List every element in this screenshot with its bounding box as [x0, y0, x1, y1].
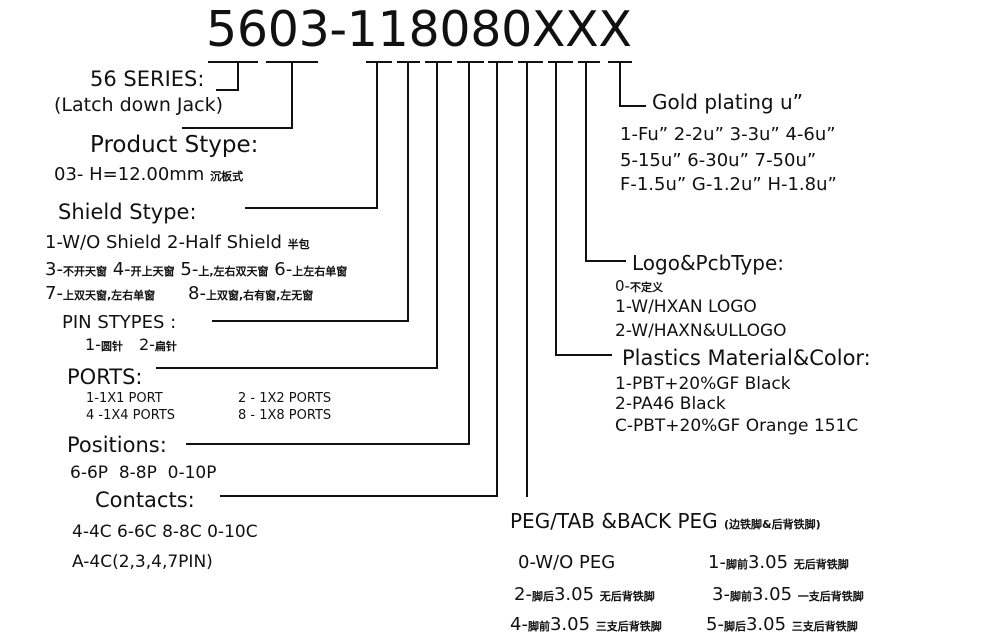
peg-opt2: 2-脚后3.05 无后背铁脚	[514, 584, 655, 605]
positions-value: 6-6P 8-8P 0-10P	[70, 463, 216, 483]
peg-opt4: 4-脚前3.05 三支后背铁脚	[510, 614, 662, 635]
logo-opt2: 2-W/HAXN&ULLOGO	[615, 321, 787, 341]
gold-row: F-1.5u” G-1.2u” H-1.8u”	[620, 174, 837, 195]
shield-title: Shield Stype:	[58, 200, 197, 224]
series-subtitle: (Latch down Jack)	[54, 94, 223, 116]
series-title: 56 SERIES:	[90, 67, 204, 91]
plastics-row: 2-PA46 Black	[615, 394, 726, 414]
gold-row: 1-Fu” 2-2u” 3-3u” 4-6u”	[620, 124, 836, 145]
leader-lines	[156, 62, 646, 497]
ports-title: PORTS:	[67, 365, 143, 389]
logo-opt0: 0-不定义	[615, 277, 664, 295]
peg-title: PEG/TAB &BACK PEG (边铁脚&后背铁脚)	[510, 509, 821, 533]
positions-title: Positions:	[67, 433, 167, 457]
peg-opt3: 3-脚前3.05 一支后背铁脚	[712, 584, 864, 605]
contacts-title: Contacts:	[95, 488, 195, 512]
ports-opt: 2 - 1X2 PORTS	[238, 391, 331, 406]
peg-opt1: 1-脚前3.05 无后背铁脚	[708, 552, 849, 573]
ports-opt: 1-1X1 PORT	[86, 391, 163, 406]
ports-opt: 4 -1X4 PORTS	[86, 408, 175, 423]
contacts-row1: 4-4C 6-6C 8-8C 0-10C	[72, 522, 258, 542]
part-number: 5603-118080XXX	[206, 1, 632, 58]
plastics-title: Plastics Material&Color:	[622, 346, 871, 370]
plastics-row: C-PBT+20%GF Orange 151C	[615, 416, 858, 436]
peg-opt5: 5-脚后3.05 三支后背铁脚	[706, 614, 858, 635]
peg-opt0: 0-W/O PEG	[518, 552, 615, 573]
product-value: 03- H=12.00mm 沉板式	[54, 164, 243, 185]
shield-row3: 7-上双天窗,左右单窗	[45, 283, 155, 304]
logo-title: Logo&PcbType:	[632, 251, 784, 275]
contacts-row2: A-4C(2,3,4,7PIN)	[72, 552, 213, 572]
ports-opt: 8 - 1X8 PORTS	[238, 408, 331, 423]
plastics-row: 1-PBT+20%GF Black	[615, 374, 791, 394]
shield-row3b: 8-上双窗,右有窗,左无窗	[188, 283, 313, 304]
logo-opt1: 1-W/HXAN LOGO	[615, 297, 757, 317]
gold-row: 5-15u” 6-30u” 7-50u”	[620, 150, 816, 171]
product-title: Product Stype:	[90, 132, 258, 158]
gold-title: Gold plating u”	[652, 90, 803, 114]
pin-title: PIN STYPES :	[62, 312, 176, 333]
shield-row2: 3-不开天窗 4-开上天窗 5-上,左右双天窗 6-上左右单窗	[45, 259, 347, 280]
shield-row1: 1-W/O Shield 2-Half Shield 半包	[45, 232, 310, 253]
